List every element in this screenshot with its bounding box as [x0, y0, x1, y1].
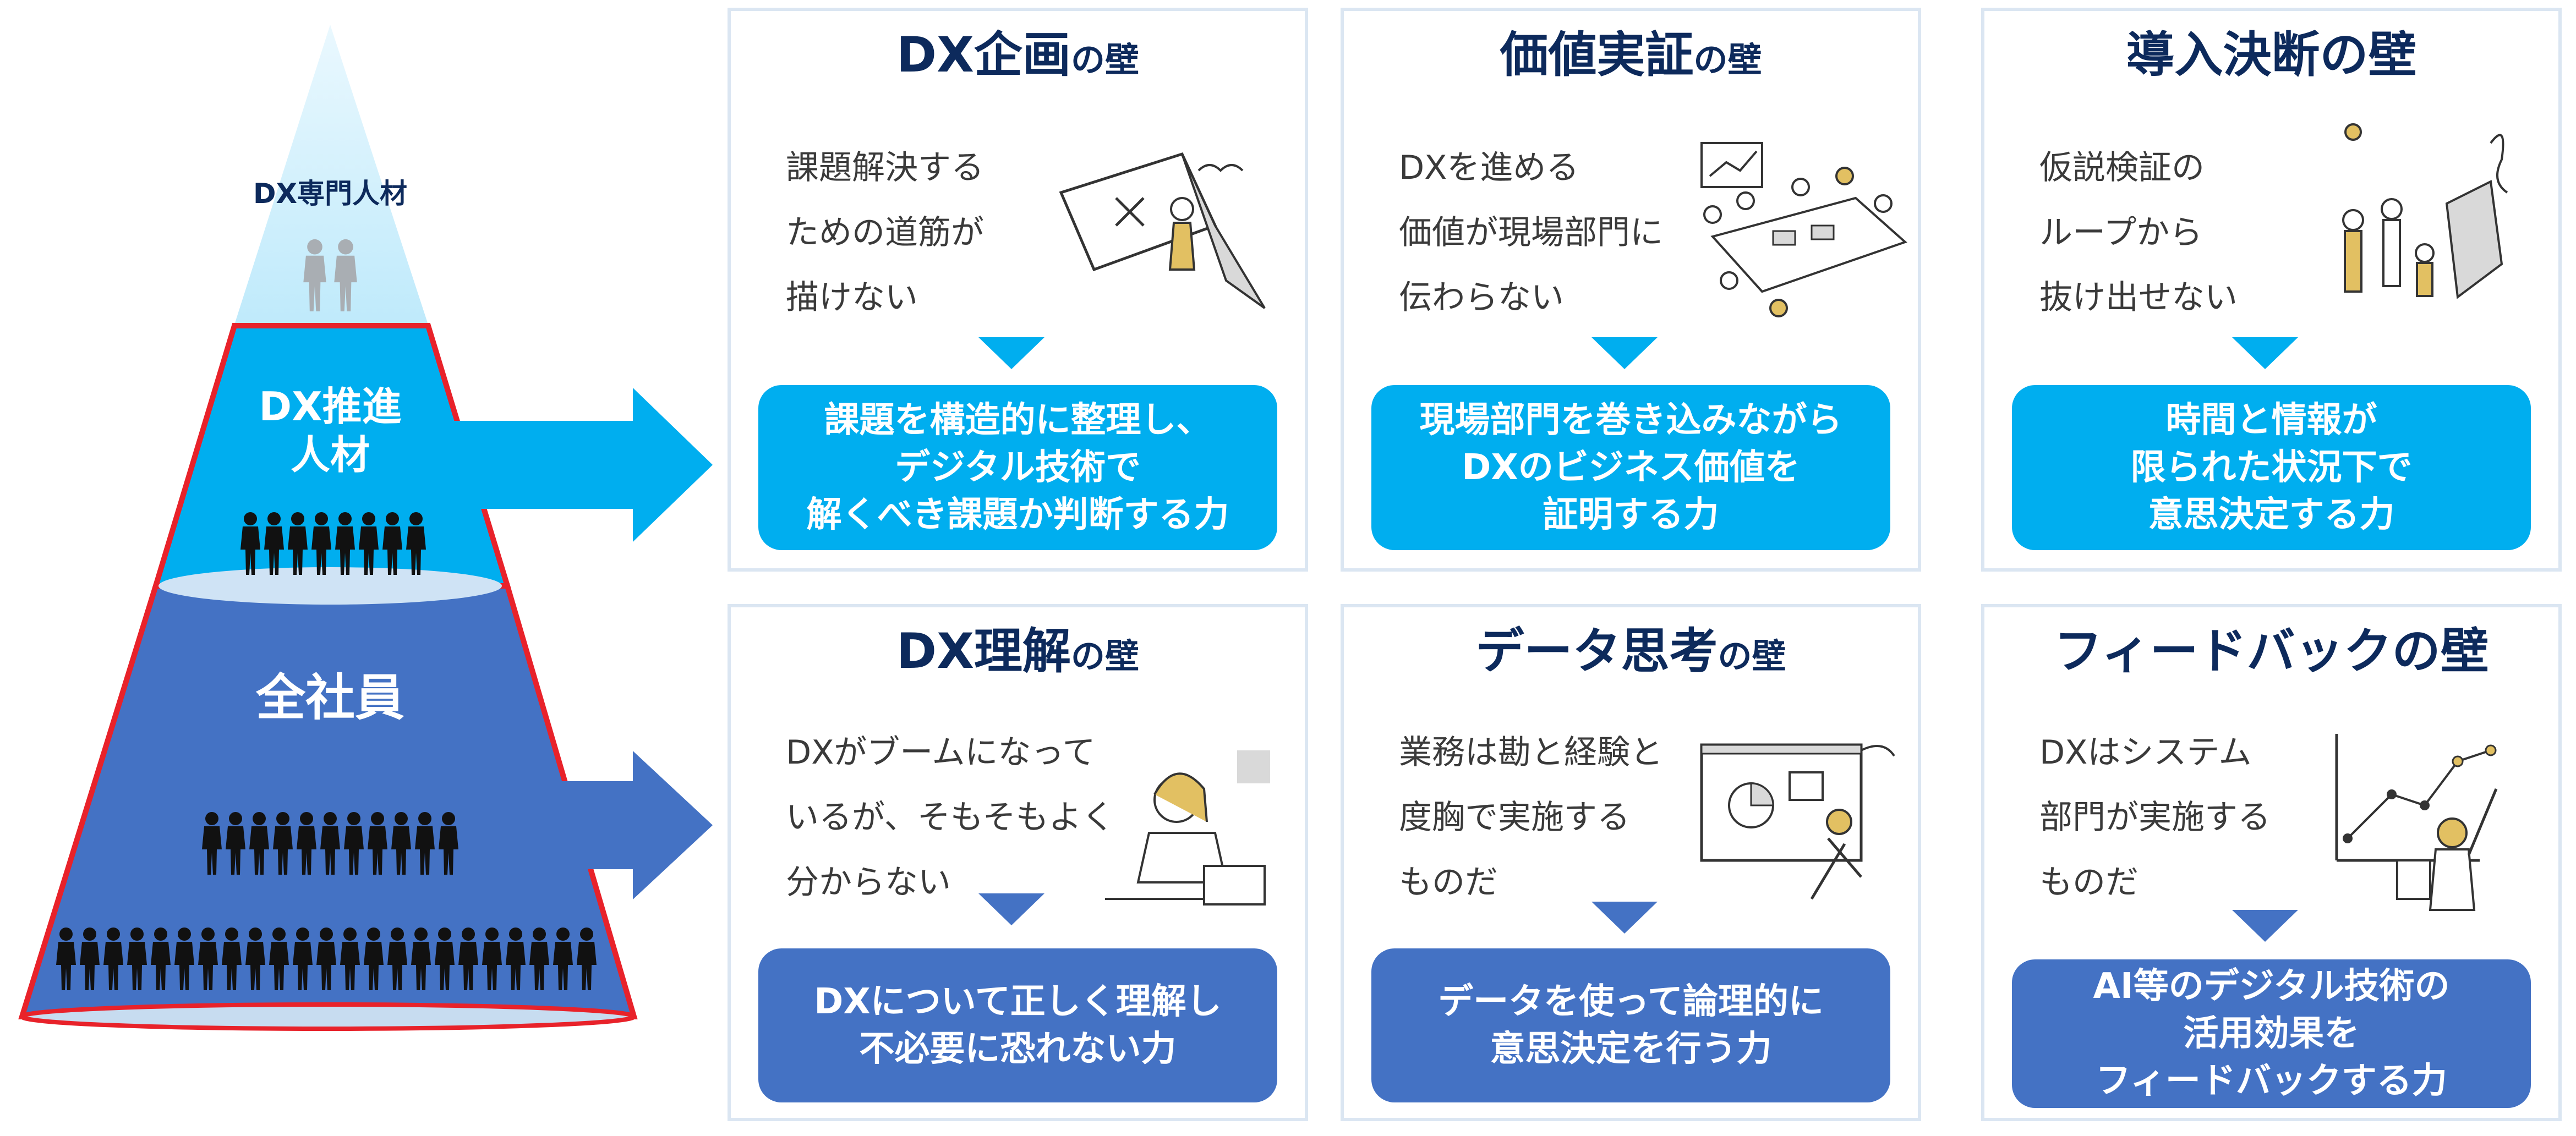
middle-tier-base [158, 567, 502, 605]
down-arrow-icon [1591, 337, 1658, 369]
card-problem-text: 課題解決する ための道筋が 描けない [786, 149, 984, 317]
card-feedback: フィードバックの壁 DXはシステム 部門が実施する ものだ AI等のデジタル技術… [1981, 604, 2562, 1121]
down-arrow-icon [978, 337, 1044, 369]
people-confused-icon [2342, 123, 2508, 299]
arrows-layer [435, 388, 713, 899]
card-problem-text: 仮説検証の ループから 抜け出せない [2039, 149, 2238, 317]
worried-person-laptop-icon [1105, 750, 1270, 905]
card-dx-planning: DX企画の壁 課題解決する ための道筋が 描けない 課題を構造的に整理し、 デジ… [728, 8, 1308, 572]
card-solution-box: DXについて正しく理解し 不必要に恐れない力 [758, 948, 1277, 1102]
card-solution-box: 時間と情報が 限られた状況下で 意思決定する力 [2012, 385, 2531, 550]
card-problem-text: 業務は勘と経験と 度胸で実施する ものだ [1399, 733, 1663, 902]
top-tier-cone [234, 25, 428, 325]
down-arrow-icon [2232, 910, 2298, 942]
card-title: フィードバックの壁 [2054, 623, 2489, 679]
card-problem-text: DXを進める 価値が現場部門に 伝わらない [1399, 149, 1663, 317]
talent-pyramid [18, 25, 638, 1031]
middle-tier-label-line1: DX推進 [259, 383, 402, 430]
card-solution-box: 課題を構造的に整理し、 デジタル技術で 解くべき課題か判断する力 [758, 385, 1277, 550]
card-title: DX理解の壁 [896, 623, 1139, 679]
bottom-tier-base [20, 1002, 636, 1031]
meeting-table-icon [1700, 142, 1907, 317]
card-title: 価値実証の壁 [1500, 26, 1762, 83]
bottom-tier-label: 全社員 [256, 669, 404, 727]
card-solution-box: 現場部門を巻き込みながら DXのビジネス価値を 証明する力 [1371, 385, 1890, 550]
card-dx-understanding: DX理解の壁 DXがブームになって いるが、そもそもよく 分からない DXについ… [728, 604, 1308, 1121]
card-problem-text: DXはシステム 部門が実施する ものだ [2039, 733, 2271, 902]
down-arrow-icon [978, 893, 1044, 925]
down-arrow-icon [1591, 902, 1658, 934]
middle-tier-label-line2: 人材 [290, 432, 370, 478]
person-presenting-chart-icon [2335, 734, 2498, 911]
arrow-right-icon [528, 751, 713, 899]
top-tier-label: DX専門人材 [253, 178, 408, 210]
card-problem-text: DXがブームになって いるが、そもそもよく 分からない [786, 733, 1115, 902]
card-data-thinking: データ思考の壁 業務は勘と経験と 度胸で実施する ものだ データを使って論理的に… [1341, 604, 1921, 1121]
card-solution-box: AI等のデジタル技術の 活用効果を フィードバックする力 [2012, 959, 2531, 1108]
card-title: DX企画の壁 [896, 26, 1139, 83]
card-title: 導入決断の壁 [2126, 26, 2417, 83]
chart-confused-icon [1700, 743, 1895, 900]
card-solution-box: データを使って論理的に 意思決定を行う力 [1371, 948, 1890, 1102]
drawing-on-wall-icon [1059, 152, 1266, 309]
card-adoption-decision: 導入決断の壁 仮説検証の ループから 抜け出せない 時間と情報が 限られた状況下… [1981, 8, 2562, 572]
card-title: データ思考の壁 [1475, 623, 1786, 679]
card-value-proof: 価値実証の壁 DXを進める 価値が現場部門に 伝わらない 現場部門を巻き込みなが… [1341, 8, 1921, 572]
down-arrow-icon [2232, 337, 2298, 369]
arrow-right-icon [435, 388, 713, 542]
